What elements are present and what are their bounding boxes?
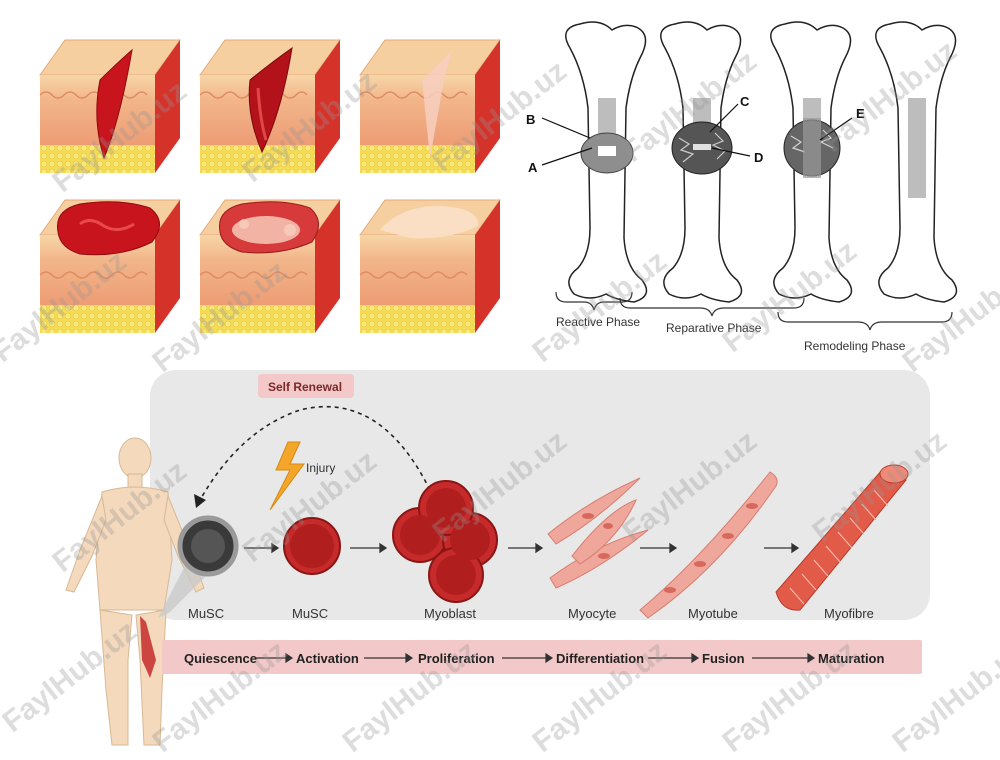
bone-1 (565, 21, 648, 303)
skin-tile-5 (199, 199, 341, 333)
injured-thigh (140, 616, 156, 678)
marker-d: D (754, 150, 763, 165)
self-renewal-arrowhead (194, 494, 206, 508)
stage-maturation: Maturation (818, 651, 885, 666)
cell-musc-activated-nucleus (290, 524, 334, 568)
bone-3 (770, 21, 853, 303)
marker-b: B (526, 112, 535, 127)
phase-reparative: Reparative Phase (666, 321, 762, 335)
leader-lines (541, 103, 853, 166)
skin-tile-3 (359, 39, 501, 173)
injury-label: Injury (306, 461, 335, 475)
self-renewal-badge (258, 374, 354, 398)
stage-fusion: Fusion (702, 651, 745, 666)
phase-braces (555, 291, 953, 331)
cell-label-myotube: Myotube (688, 606, 738, 621)
stage-differentiation: Differentiation (556, 651, 645, 666)
myotube-nuclei (664, 503, 758, 593)
cell-label-myocyte: Myocyte (568, 606, 617, 621)
lightning-icon (269, 441, 305, 511)
cell-musc-quiescent-nucleus (191, 529, 225, 563)
cell-label-musc-2: MuSC (292, 606, 329, 621)
cell-myotube (639, 471, 778, 619)
phase-reactive: Reactive Phase (556, 315, 640, 329)
muscle-regeneration-panel: Self Renewal Injury (65, 374, 922, 746)
phase-remodeling: Remodeling Phase (804, 339, 906, 353)
stage-bar (162, 640, 922, 674)
skin-tile-2 (199, 39, 341, 173)
bone-4 (875, 21, 958, 303)
marker-c: C (740, 94, 750, 109)
skin-tile-4 (39, 199, 181, 333)
cell-myoblast-nuclei (400, 488, 490, 595)
human-figure (65, 437, 205, 746)
self-renewal-arrow (199, 405, 431, 501)
marker-a: A (528, 160, 538, 175)
flow-arrows (244, 542, 800, 554)
stage-arrows (256, 652, 816, 664)
myocyte-nuclei (582, 513, 613, 559)
stage-quiescence: Quiescence (184, 651, 257, 666)
stage-proliferation: Proliferation (418, 651, 495, 666)
cell-label-myoblast: Myoblast (424, 606, 477, 621)
skin-tile-1 (39, 39, 181, 173)
cell-myocytes (547, 477, 649, 589)
skin-wound-panel (39, 39, 501, 333)
cell-label-musc-1: MuSC (188, 606, 225, 621)
stage-activation: Activation (296, 651, 359, 666)
bone-healing-panel: B A C D E Reactive Phase Reparative Phas… (526, 21, 958, 353)
cell-myofibre (775, 464, 909, 611)
bone-2 (660, 21, 743, 303)
marker-e: E (856, 106, 865, 121)
skin-tile-6 (359, 199, 501, 333)
self-renewal-label: Self Renewal (268, 380, 342, 394)
cell-label-myofibre: Myofibre (824, 606, 874, 621)
